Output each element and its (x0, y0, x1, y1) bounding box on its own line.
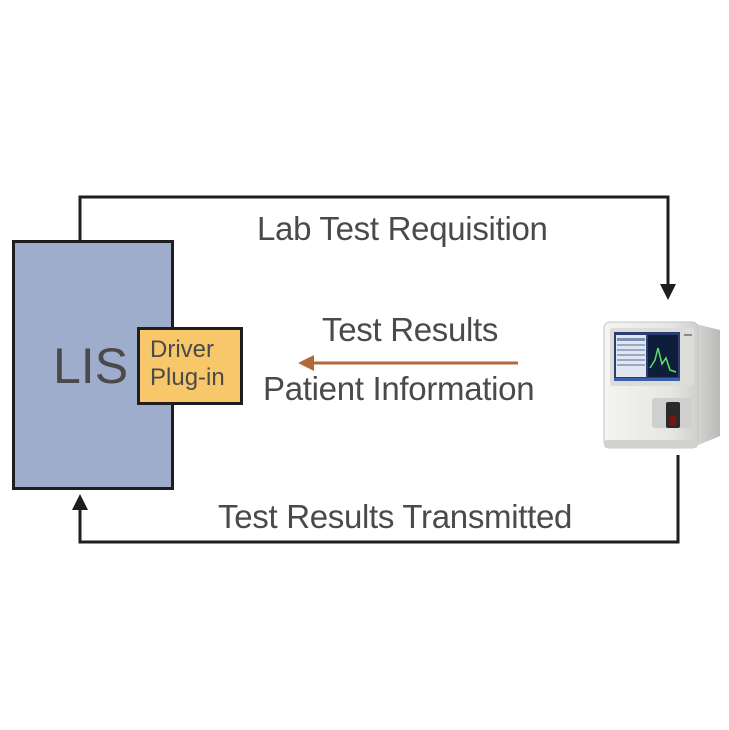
requisition-arrowhead (660, 284, 676, 300)
patient-info-label: Patient Information (263, 370, 535, 407)
requisition-label: Lab Test Requisition (257, 210, 548, 247)
transmitted-connector (78, 455, 680, 544)
driver-plugin-line2: Plug-in (150, 364, 225, 391)
transmitted-arrowhead (72, 494, 88, 510)
results-label: Test Results (322, 311, 499, 348)
transmitted-label: Test Results Transmitted (218, 498, 573, 535)
results-arrowhead (298, 355, 314, 371)
lab-analyzer-icon (603, 321, 720, 449)
driver-plugin-box: Driver Plug-in (137, 327, 243, 405)
requisition-connector (78, 195, 670, 292)
lis-label: LIS (53, 338, 129, 394)
driver-plugin-line1: Driver (150, 336, 214, 363)
